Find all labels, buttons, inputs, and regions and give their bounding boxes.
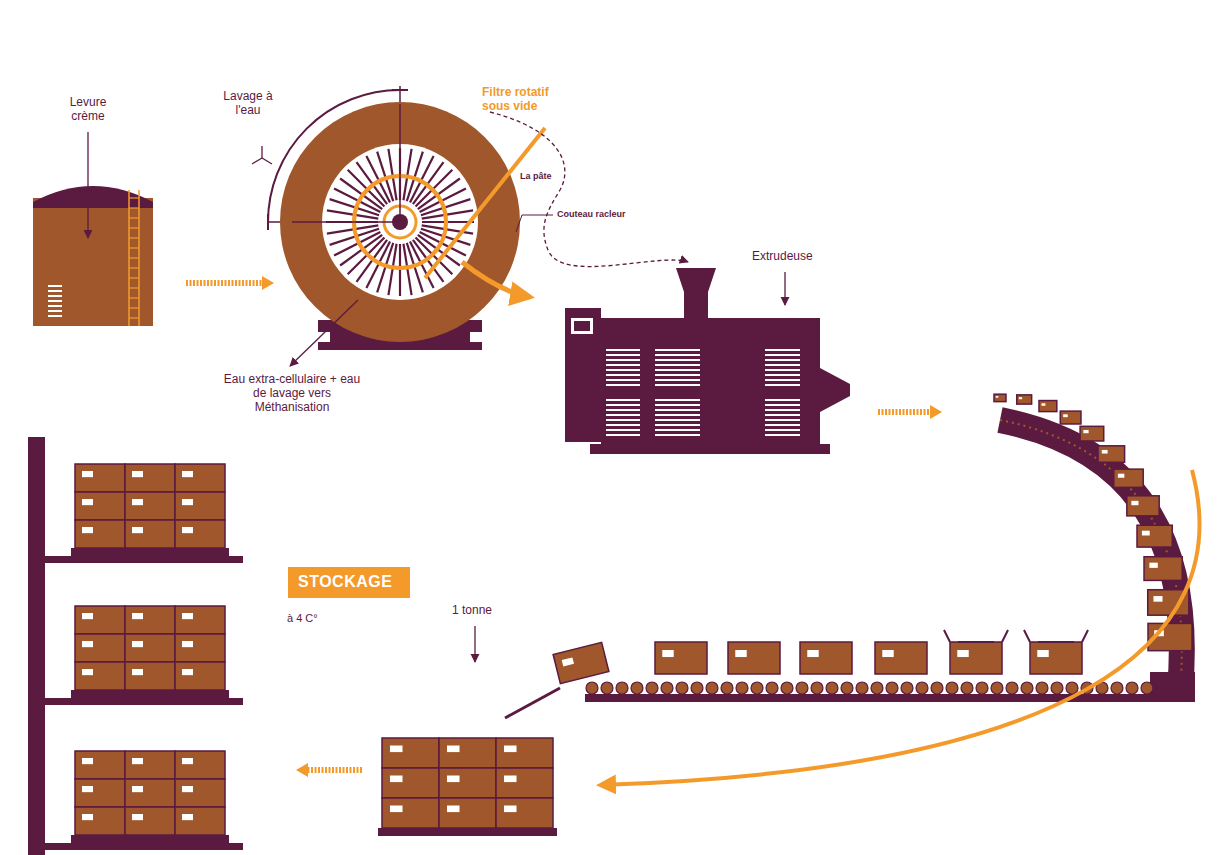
callout-label: Levure crème <box>56 96 120 124</box>
stage-banner: STOCKAGE <box>288 567 410 598</box>
flow-arrow-head <box>262 276 274 290</box>
callout-label: Eau extra-cellulaire + eau de lavage ver… <box>222 373 362 414</box>
callout-label: 1 tonne <box>452 604 512 618</box>
callout-label: Filtre rotatif sous vide <box>482 86 574 114</box>
leader-arrow <box>784 272 785 305</box>
callout-label: Couteau racleur <box>557 209 657 219</box>
flow-arrow-head <box>296 763 308 777</box>
leader-line <box>516 215 522 232</box>
cream-tank <box>33 186 153 326</box>
rotary-vacuum-filter <box>268 86 545 350</box>
extruder <box>565 268 850 454</box>
paste-path <box>490 112 688 267</box>
callout-label: La pâte <box>520 171 580 181</box>
flow-arrow-head <box>930 405 942 419</box>
callout-label: à 4 C° <box>287 612 347 625</box>
box-chute <box>994 394 1192 690</box>
callout-label: Lavage à l'eau <box>222 90 274 118</box>
flow-arrow <box>600 470 1200 785</box>
leader-arrow <box>290 300 358 366</box>
roller-conveyor <box>505 630 1195 718</box>
pallet <box>378 738 557 836</box>
leader-arrow <box>87 132 88 238</box>
storage-rack <box>28 437 243 855</box>
leader-line <box>522 215 553 216</box>
spray-icon <box>252 146 272 164</box>
leader-arrow <box>474 626 475 662</box>
flow-arrow <box>186 280 262 286</box>
banner-text: STOCKAGE <box>298 573 400 591</box>
flow-arrow <box>308 767 362 773</box>
flow-arrow <box>878 409 930 415</box>
callout-label: Extrudeuse <box>752 250 832 264</box>
